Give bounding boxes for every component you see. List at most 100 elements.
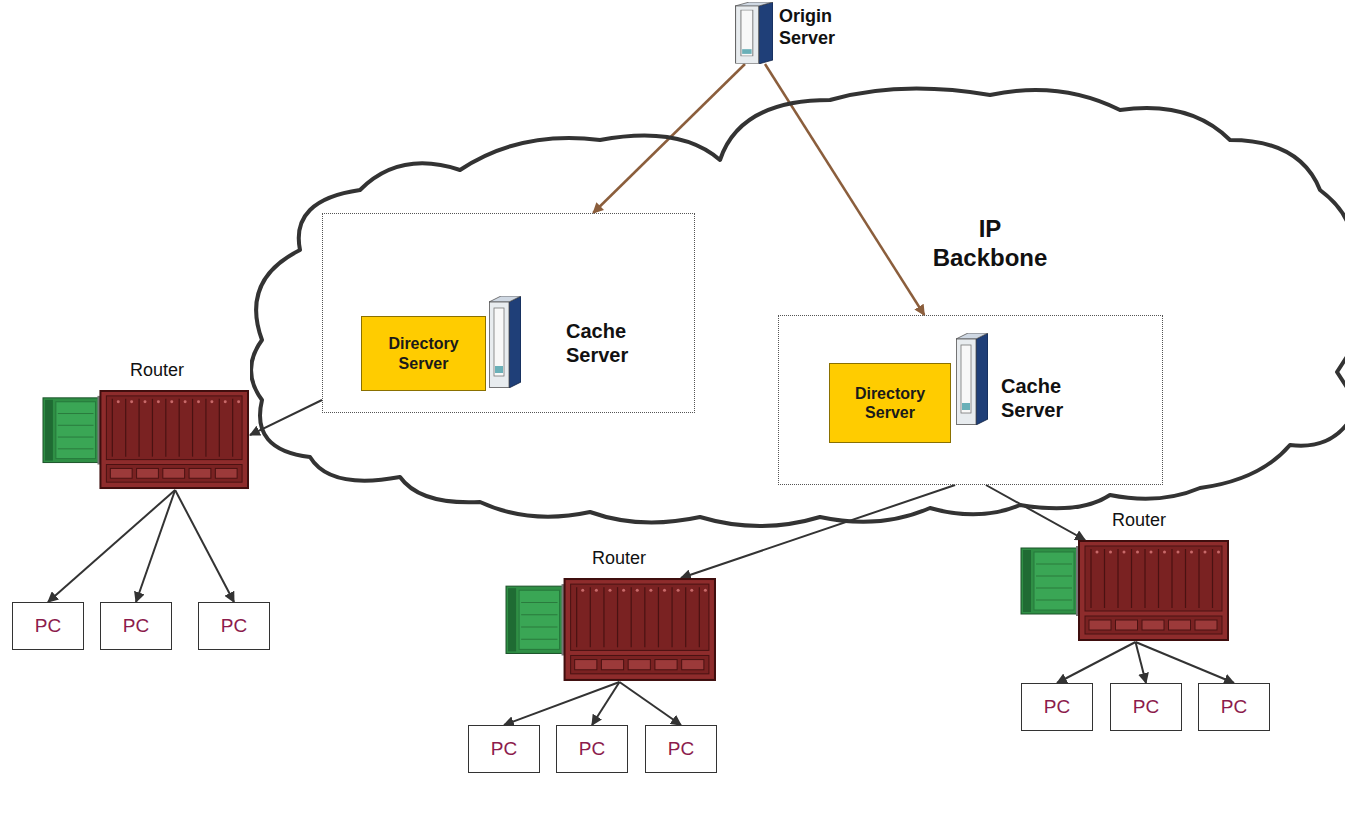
pc-label: PC [579,738,605,761]
router-led [1096,551,1099,554]
router-slot [152,399,153,457]
server-light [495,366,503,373]
router-module-line [1036,600,1072,601]
directory-server-box: Directory Server [829,363,951,443]
router-slot [1131,549,1132,608]
pc-box: PC [645,725,717,773]
router-led [157,400,160,403]
connector-arrow [48,490,175,602]
router: Router [1020,540,1230,642]
connector-arrow [681,485,955,578]
router-module-face [519,590,559,649]
server-top [956,333,988,339]
server-icon [489,296,521,388]
router-panel [571,584,709,650]
router-port [628,660,650,670]
pc-box: PC [556,725,628,773]
router-port [575,660,597,670]
pc-label: PC [1133,696,1159,719]
pc-box: PC [12,602,84,650]
router-chassis [1020,540,1230,642]
router-port [1142,620,1164,630]
router-slot [1117,549,1118,608]
router-led [184,400,187,403]
connector-arrow [136,490,175,602]
router-led [1123,551,1126,554]
router-label: Router [130,360,184,382]
router-led [704,589,707,592]
router-slot [138,399,139,457]
router-slot [685,587,686,647]
router-module-line [521,602,557,603]
router-led [622,589,625,592]
router-port [110,468,132,478]
router-chassis [505,578,717,682]
router-label: Router [1112,510,1166,532]
router-body [1079,541,1228,640]
server-light [962,403,970,410]
router-module-line [1036,588,1072,589]
router-led [1136,551,1139,554]
connector-arrow [592,682,619,725]
router-led [1150,551,1153,554]
cloud-outline [250,80,1345,540]
router-module-line [521,614,557,615]
router-module-face [1034,552,1074,610]
router-module-strip [508,588,516,651]
router-slot [1104,549,1105,608]
router-base [106,465,242,483]
router-module-line [1036,564,1072,565]
router-led [237,400,240,403]
router-module-line [58,448,94,449]
router-led [197,400,200,403]
router-led [690,589,693,592]
router-panel [106,396,242,460]
server-panel [741,10,753,56]
pc-box: PC [198,602,270,650]
router-base [571,655,709,673]
server-panel [961,345,971,413]
router-led [608,589,611,592]
router-slot [125,399,126,457]
connector-arrow [1136,642,1235,683]
router-module [506,586,564,653]
router-slot [112,399,113,457]
router-slot [232,399,233,457]
router-module-line [1036,576,1072,577]
cache-server-group: Cache ServerDirectory Server [322,213,695,413]
router-port [163,468,185,478]
router-port [655,660,677,670]
router-body [100,391,248,488]
pc-box: PC [1021,683,1093,731]
router-module-line [521,639,557,640]
router: Router [505,578,717,682]
router-base [1085,616,1222,634]
router-slot [1198,549,1199,608]
group-label: Cache Server [1001,374,1093,422]
router-port [1089,620,1111,630]
router-port [189,468,211,478]
connector-arrow [619,682,681,725]
router-port [1169,620,1191,630]
router-slot [658,587,659,647]
server-top [489,296,521,302]
router-led [1204,551,1207,554]
router-body [565,579,715,680]
pc-box: PC [100,602,172,650]
origin-server: Origin Server [735,2,860,64]
dir-label: Directory Server [838,384,942,422]
router-led [1109,551,1112,554]
router-slot [576,587,577,647]
pc-label: PC [491,738,517,761]
router-led [677,589,680,592]
router-slot [631,587,632,647]
router-port [1116,620,1138,630]
router-chassis [42,390,250,490]
connector-arrow [765,64,924,315]
server-top [735,2,773,6]
pc-box: PC [1110,683,1182,731]
server-front [957,339,977,425]
router-port [1195,620,1217,630]
router-slot [671,587,672,647]
